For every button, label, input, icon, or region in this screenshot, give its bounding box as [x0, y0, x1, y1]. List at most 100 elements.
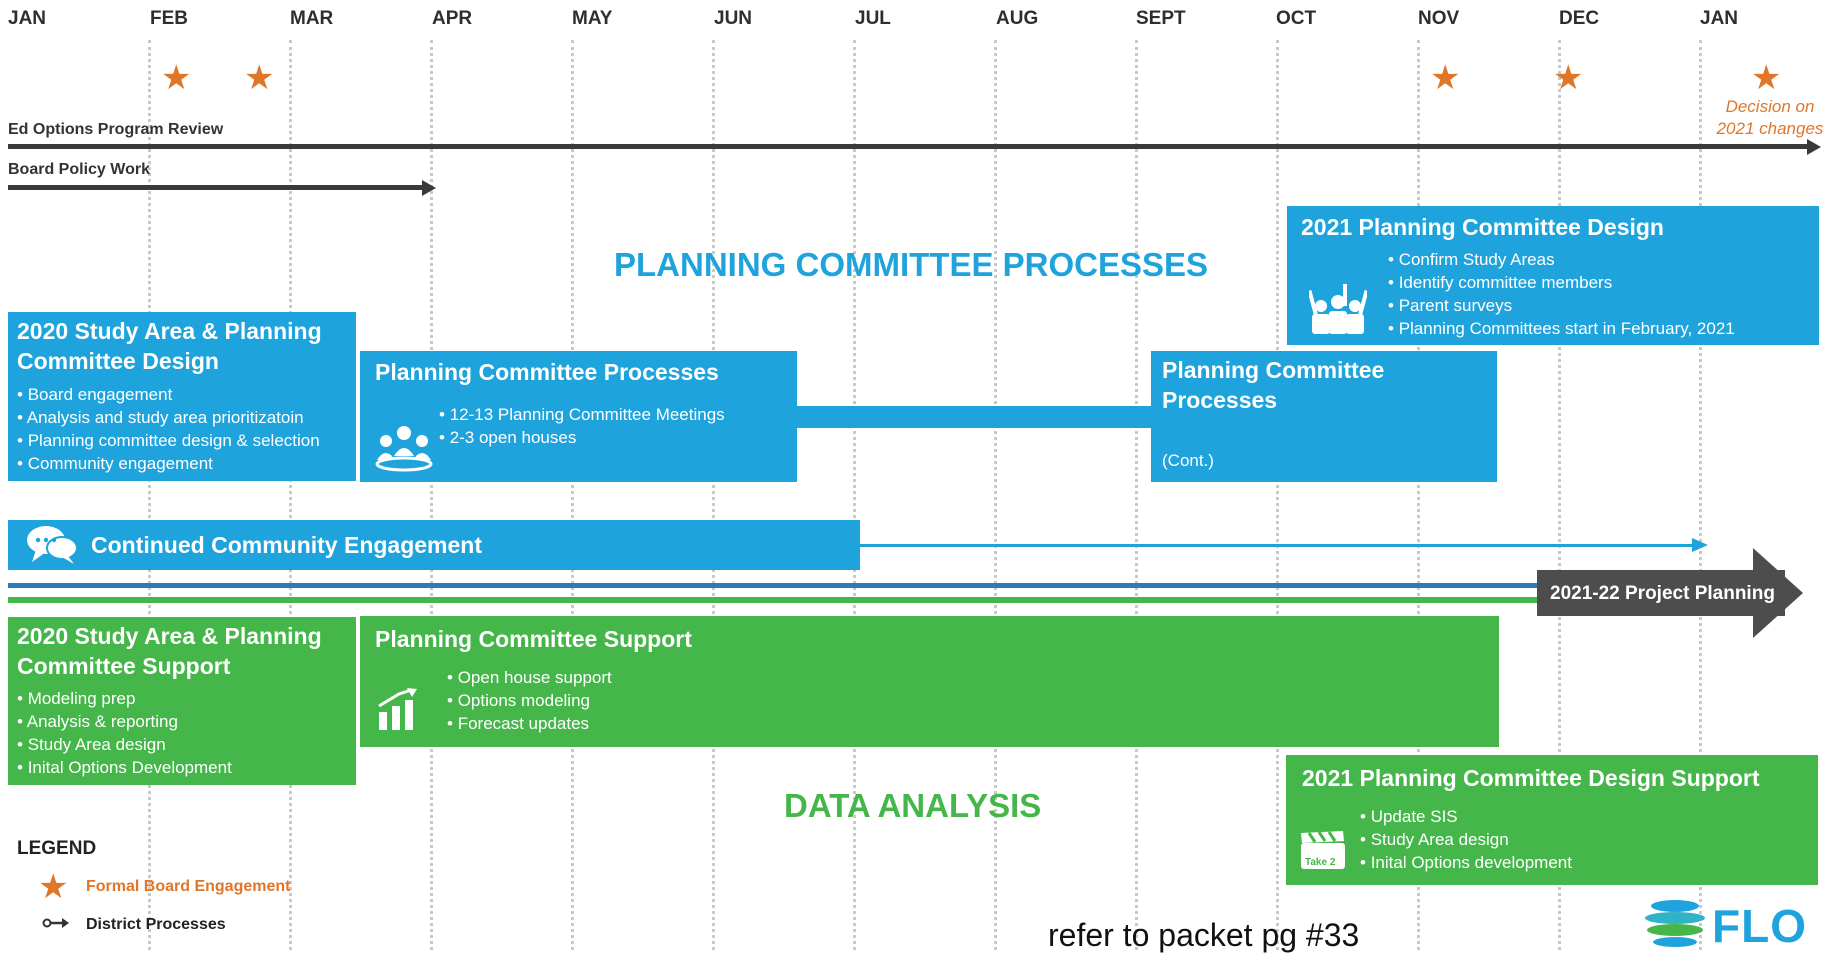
month-gridline [148, 40, 151, 950]
board-engagement-star-icon: ★ [1430, 59, 1461, 97]
legend-board-label: Formal Board Engagement [86, 878, 291, 895]
pcs-title: Planning Committee Support [375, 626, 692, 652]
pcp-bullets: 12-13 Planning Committee Meetings2-3 ope… [439, 403, 725, 449]
month-gridline [1558, 40, 1561, 950]
month-label: AUG [996, 8, 1039, 29]
board-engagement-star-icon: ★ [161, 59, 192, 97]
board-policy-track-label: Board Policy Work [8, 161, 150, 178]
design-2021-title: 2021 Planning Committee Design [1301, 214, 1664, 240]
pcp-cont-box: Planning Committee Processes (Cont.) [1151, 351, 1497, 482]
bullet-item: Study Area design [17, 733, 232, 756]
month-label: FEB [150, 8, 188, 29]
clapperboard-icon [1301, 831, 1345, 869]
month-label: SEPT [1136, 8, 1186, 29]
planning-section-title: PLANNING COMMITTEE PROCESSES [614, 246, 1209, 283]
data-analysis-section-title: DATA ANALYSIS [784, 787, 1042, 824]
flo-logo-icon [1645, 900, 1705, 947]
bullet-item: Forecast updates [447, 712, 612, 735]
decision-line-2: 2021 changes [1716, 119, 1824, 138]
month-label: JUL [855, 8, 891, 29]
team-hands-up-icon [1309, 284, 1367, 334]
bullet-item: 2-3 open houses [439, 426, 725, 449]
support-2021-title: 2021 Planning Committee Design Support [1302, 765, 1760, 791]
support-2021-bullets: Update SISStudy Area designInital Option… [1360, 805, 1572, 874]
chat-bubbles-icon [27, 526, 78, 564]
legend-title: LEGEND [17, 838, 97, 859]
month-label: APR [432, 8, 473, 29]
project-planning-arrowhead-icon [1753, 548, 1803, 638]
study-2020-title: 2020 Study Area & Planning Committee Des… [17, 318, 322, 374]
month-label: NOV [1418, 8, 1460, 29]
project-planning-arrow [1537, 570, 1785, 616]
board-engagement-star-icon: ★ [244, 59, 275, 97]
bullet-item: Study Area design [1360, 828, 1572, 851]
community-engagement-bar: Continued Community Engagement [8, 520, 860, 570]
bullet-item: Board engagement [17, 383, 320, 406]
ed-options-track-label: Ed Options Program Review [8, 121, 224, 138]
bullet-item: Planning Committees start in February, 2… [1388, 317, 1735, 340]
packet-reference-note: refer to packet pg #33 [1048, 917, 1360, 953]
ed-options-arrowhead-icon [1807, 139, 1821, 155]
bullet-item: Parent surveys [1388, 294, 1735, 317]
bullet-item: Open house support [447, 666, 612, 689]
board-policy-arrow [8, 185, 424, 190]
month-gridline [1276, 40, 1279, 950]
support-2020-box: 2020 Study Area & Planning Committee Sup… [8, 617, 356, 785]
pcs-bullets: Open house supportOptions modelingForeca… [447, 666, 612, 735]
month-label: MAY [572, 8, 613, 29]
clapperboard-text: Take 2 [1305, 857, 1336, 868]
pcp-title: Planning Committee Processes [375, 359, 719, 385]
month-gridline [571, 40, 574, 950]
bullet-item: Planning committee design & selection [17, 429, 320, 452]
bullet-item: Identify committee members [1388, 271, 1735, 294]
project-planning-label: 2021-22 Project Planning [1550, 583, 1775, 604]
month-label: JAN [8, 8, 47, 29]
flo-logo-text: FLO [1712, 900, 1807, 952]
design-2021-bullets: Confirm Study AreasIdentify committee me… [1388, 248, 1735, 340]
bar-chart-growth-icon [378, 688, 417, 730]
study-2020-box: 2020 Study Area & Planning Committee Des… [8, 312, 356, 481]
group-meeting-icon [375, 426, 433, 472]
bullet-item: Update SIS [1360, 805, 1572, 828]
ed-options-arrow [8, 144, 1808, 149]
legend-star-icon: ★ [38, 868, 69, 906]
month-label: DEC [1559, 8, 1600, 29]
bullet-item: Analysis & reporting [17, 710, 232, 733]
support-2021-box: 2021 Planning Committee Design Support T… [1286, 755, 1818, 885]
bullet-item: 12-13 Planning Committee Meetings [439, 403, 725, 426]
bullet-item: Analysis and study area prioritizatoin [17, 406, 320, 429]
community-continuation-arrow [860, 544, 1695, 547]
month-gridline [853, 40, 856, 950]
green-divider-line [8, 597, 1543, 603]
bullet-item: Community engagement [17, 452, 320, 475]
blue-divider-line [8, 583, 1543, 588]
bullet-item: Inital Options development [1360, 851, 1572, 874]
pcp-connector-bar [797, 406, 1152, 428]
community-engagement-title: Continued Community Engagement [91, 532, 482, 558]
pcp-cont-title: Planning Committee Processes [1162, 357, 1385, 413]
legend-process-arrow-icon [42, 918, 69, 928]
board-engagement-star-icon: ★ [1751, 59, 1782, 97]
bullet-item: Inital Options Development [17, 756, 232, 779]
design-2021-box: 2021 Planning Committee Design Confirm S… [1287, 206, 1819, 345]
pcs-box: Planning Committee Support Open house su… [360, 616, 1499, 747]
legend-district-label: District Processes [86, 916, 226, 933]
bullet-item: Options modeling [447, 689, 612, 712]
month-gridline [994, 40, 997, 950]
month-label: MAR [290, 8, 334, 29]
pcp-box: Planning Committee Processes 12-13 Plann… [360, 351, 797, 482]
month-gridline [1699, 40, 1702, 950]
bullet-item: Confirm Study Areas [1388, 248, 1735, 271]
decision-line-1: Decision on [1725, 97, 1815, 116]
month-gridline [1135, 40, 1138, 950]
community-arrowhead-icon [1692, 538, 1708, 552]
study-2020-bullets: Board engagementAnalysis and study area … [17, 383, 320, 475]
month-gridline [430, 40, 433, 950]
month-gridline [712, 40, 715, 950]
month-label: OCT [1276, 8, 1317, 29]
month-label: JAN [1700, 8, 1739, 29]
bullet-item: Modeling prep [17, 687, 232, 710]
month-label: JUN [714, 8, 753, 29]
board-policy-arrowhead-icon [422, 180, 436, 196]
